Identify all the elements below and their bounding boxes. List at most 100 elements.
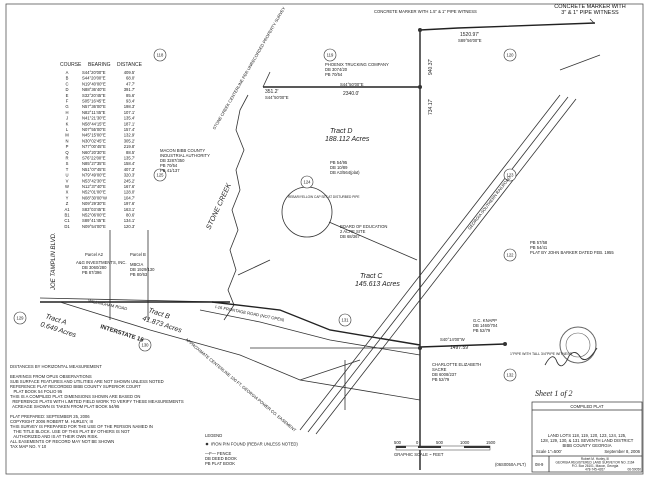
lot-number: 130: [142, 343, 150, 348]
legend-item: PB PLAT BOOK: [205, 461, 235, 466]
job-code: 08-9: [535, 462, 544, 467]
course-distance: 167.6': [124, 184, 135, 189]
ref: PLAT BY JOHN BARKER DATED FEB. 1955: [530, 250, 614, 255]
owner-label: CHARLOTTE ELIZABETH: [432, 362, 481, 367]
surveyor-info: GEORGIA REGISTERED LAND SURVEYOR NO. 216…: [556, 461, 635, 465]
sheet-border: [5, 3, 644, 475]
stone-creek-label: STONE CREEK: [205, 182, 233, 231]
lot-number: 131: [342, 318, 350, 323]
scale-label: GRAPHIC SCALE ~ FEET: [394, 452, 444, 457]
owner-label: PB 52/79: [432, 377, 450, 382]
course-bearing: N58°44'15"E: [82, 121, 106, 126]
owner-label: DB 1460/704: [473, 323, 498, 328]
course-bearing: N07°55'00"E: [82, 127, 106, 132]
course-bearing: N52°06'00"E: [82, 213, 106, 218]
surveyor-info: Robert M. Hurley, III: [581, 457, 609, 461]
owner-label: PB 70/54: [325, 72, 343, 77]
sheet-number: Sheet 1 of 2: [535, 389, 573, 398]
course-bearing: S32°20'45"E: [82, 93, 106, 98]
bearing: S44°50'00"E: [265, 95, 289, 100]
course-distance: 158.4': [124, 161, 135, 166]
course-distance: 245.2': [124, 178, 135, 183]
note-line: REFERENCE PLAT RECORDED BIBB COUNTY SUPE…: [10, 384, 141, 389]
course-bearing: N60°20'30"E: [82, 150, 106, 155]
course-id: C1: [64, 218, 70, 223]
course-id: H: [65, 110, 68, 115]
pin-note: 1"PIPE WITH TALL 3/4"PIPE WITNESS: [510, 352, 573, 356]
detail-note: REBAR/YELLOW CAP SET AT DISTURBED PIPE: [288, 195, 360, 199]
tract-d-acres: 188.112 Acres: [325, 136, 370, 143]
course-id: X: [66, 190, 69, 195]
course-id: A1: [64, 207, 70, 212]
signature: [544, 347, 598, 367]
marker-label: CONCRETE MARKER WITH 3" & 1" PIPE WITNES…: [554, 4, 626, 16]
course-id: Q: [65, 150, 69, 155]
marker-label-wrap: CONCRETE MARKER WITH 3" & 1" PIPE WITNES…: [554, 4, 626, 16]
course-bearing: N12°37'40"E: [82, 184, 106, 189]
course-bearing: N45°15'00"E: [82, 133, 106, 138]
lot-number: 124: [304, 180, 312, 185]
lot-number: 125: [157, 173, 165, 178]
course-id: D: [65, 87, 68, 92]
course-bearing: S44°20'00"E: [82, 76, 106, 81]
lot-number: 123: [507, 173, 515, 178]
owner-label: PB 52/79: [473, 328, 491, 333]
bearing-header: BEARING: [88, 62, 111, 68]
legend-item: IRON PIN FOUND (REBAR UNLESS NOTED): [211, 442, 298, 447]
course-distance: 320.3': [124, 173, 135, 178]
dimension: 940.37': [428, 59, 434, 75]
lot-circle: [13, 311, 27, 325]
course-bearing: S83°03'45"E: [82, 207, 106, 212]
plat-scale: Scale 1"=500': [536, 449, 562, 454]
tract-c-acres: 145.613 Acres: [355, 281, 400, 288]
lot-circle: [503, 368, 517, 382]
course-distance: 305.2': [124, 138, 135, 143]
note-line: PLAT PREPARED: SEPTEMBER 25, 2006: [10, 414, 90, 419]
course-distance: 187.1': [124, 121, 135, 126]
course-bearing: S44°20'00"E: [82, 70, 106, 75]
owner-label: PB 41/137: [160, 168, 180, 173]
course-id: W: [65, 184, 69, 189]
owner-label: BOARD OF EDUCATION: [340, 224, 387, 229]
parcel-label: Parcel A2: [85, 252, 104, 257]
owner-label: DB 3060/280: [82, 265, 107, 270]
course-bearing: N77°00'45"E: [82, 144, 106, 149]
lot-circle: [153, 48, 167, 62]
course-distance: 68.0': [126, 76, 135, 81]
course-id: C: [65, 81, 68, 86]
course-bearing: N30°02'45"E: [82, 138, 106, 143]
lot-circle: [503, 48, 517, 62]
course-id: S: [66, 161, 69, 166]
course-id: Z: [66, 201, 69, 206]
course-distance: 104.7': [124, 195, 135, 200]
bearing: S89°56'00"E: [458, 38, 482, 43]
owner-label: PB 87/396: [82, 270, 102, 275]
course-distance: 407.3': [124, 167, 135, 172]
course-id: B1: [64, 213, 70, 218]
course-distance: 47.7': [126, 81, 135, 86]
course-distance: 88.5': [126, 150, 135, 155]
course-distance: 134.1': [124, 218, 135, 223]
lot-number: 119: [327, 53, 334, 58]
surveyor-seal: [544, 326, 598, 367]
course-id: V: [66, 178, 69, 183]
scale-tick: 500: [394, 440, 402, 445]
course-bearing: S05°16'45"E: [82, 99, 106, 104]
course-bearing: N85°27'35"E: [82, 161, 106, 166]
plat-title: COMPILED PLAT: [570, 404, 604, 409]
course-distance: 128.0': [124, 190, 135, 195]
dimension: 351.2': [265, 89, 279, 95]
lot-circle: [338, 313, 352, 327]
distance-note: DISTANCES BY HORIZONTAL MEASUREMENT: [10, 364, 102, 369]
marker-leader: [589, 18, 595, 24]
ref: PB 54/95: [330, 160, 348, 165]
owner-label: PB 80/63: [130, 272, 148, 277]
lot-number: 132: [507, 373, 515, 378]
file-ref: (06S0050A.PLT): [495, 462, 526, 467]
bearing: S40°14'00"W: [440, 337, 465, 342]
course-distance: 197.6': [124, 201, 135, 206]
note-line: BEARINGS FROM OPUS OBSERVATIONS: [10, 374, 92, 379]
lot-circle: [323, 48, 337, 62]
plat-description: BIBB COUNTY GEORGIA: [562, 443, 611, 448]
